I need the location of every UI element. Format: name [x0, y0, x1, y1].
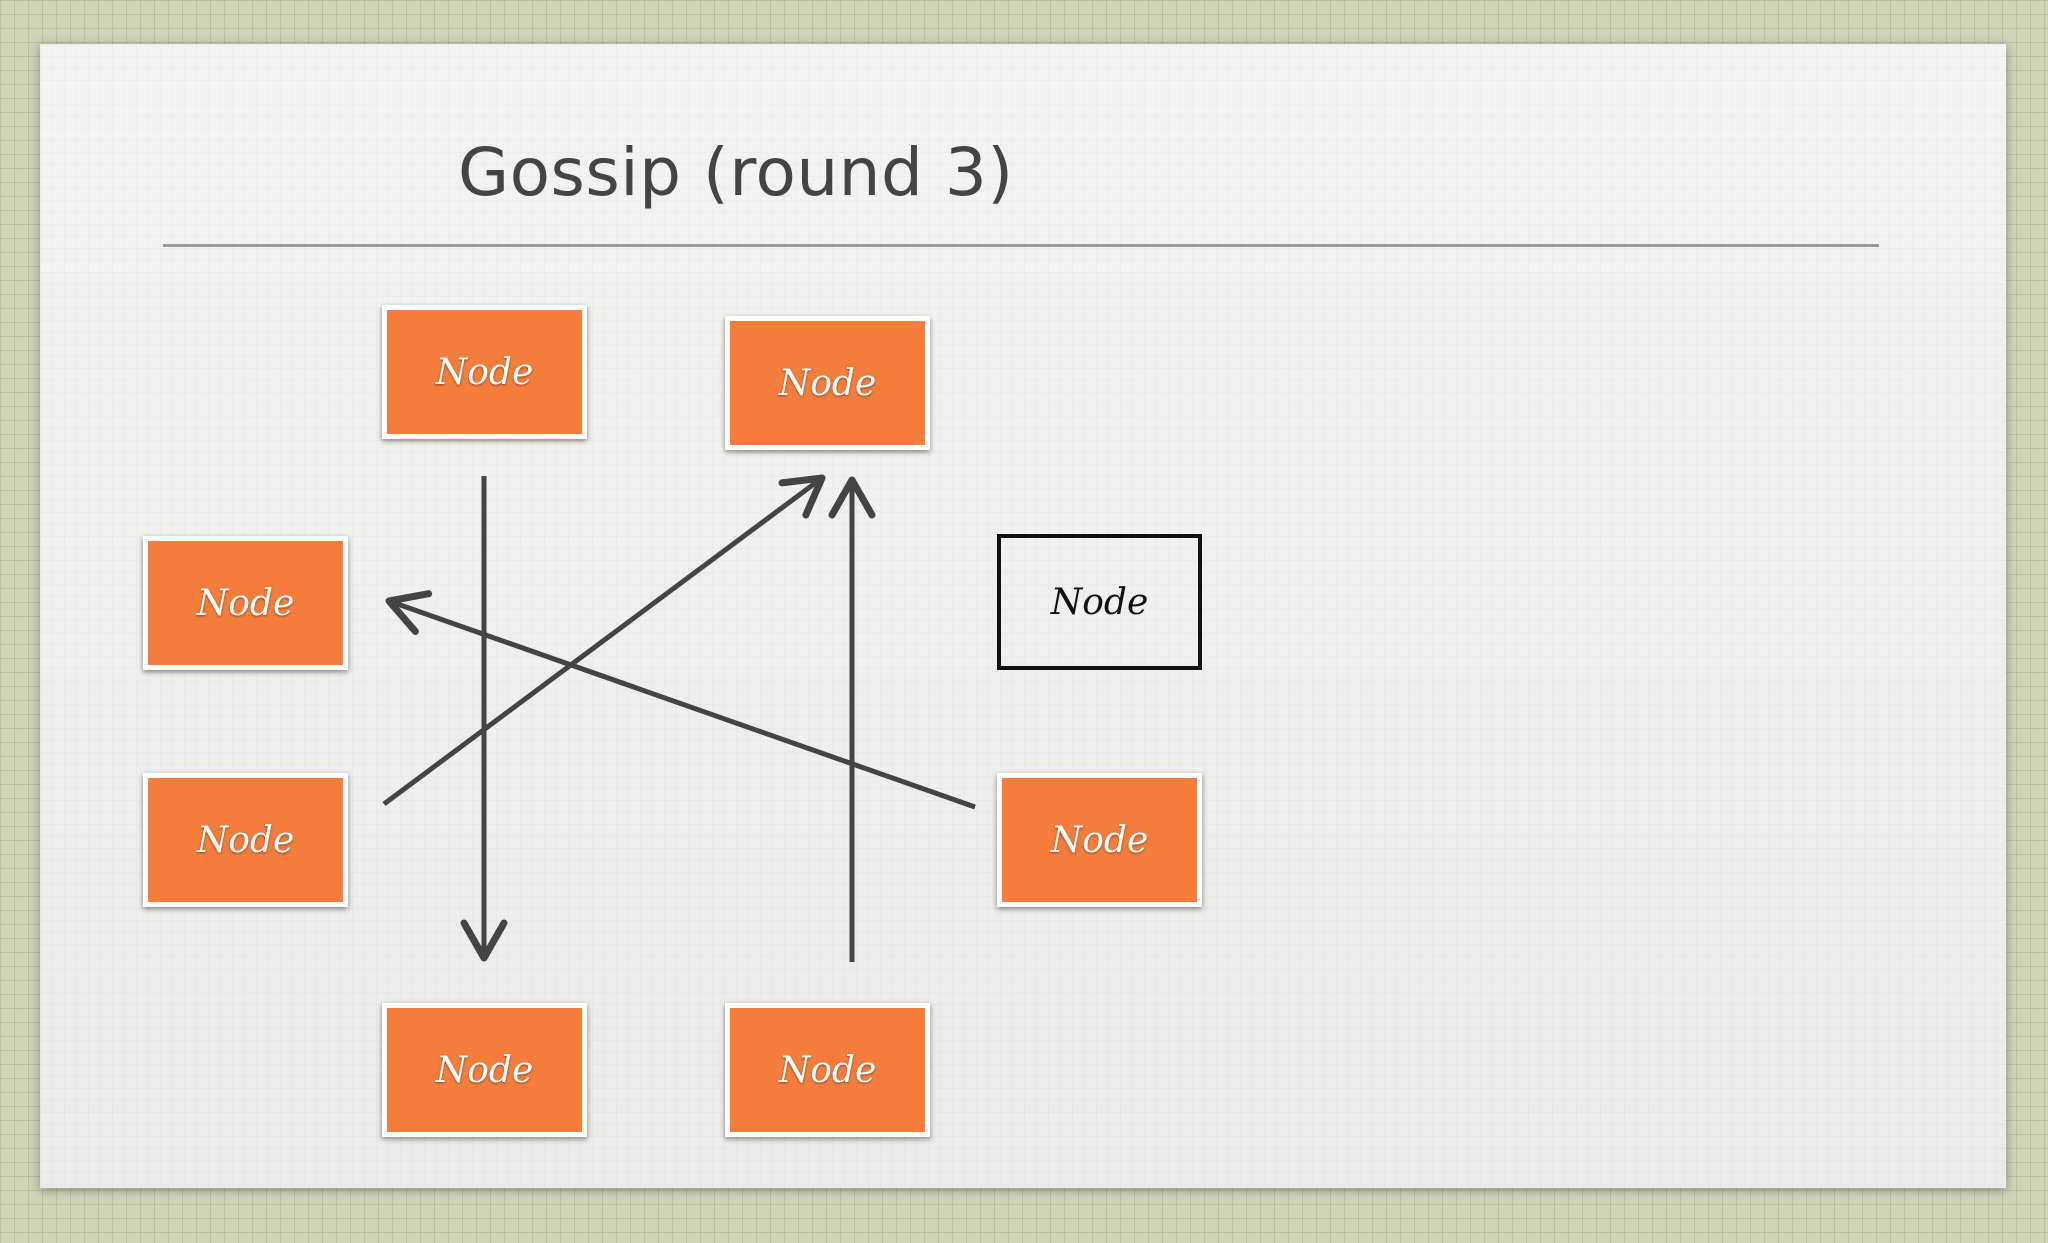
node-top-left: Node	[382, 305, 587, 439]
node-label: Node	[435, 351, 534, 393]
node-label: Node	[435, 1049, 534, 1091]
slide: Gossip (round 3) Node Node Node Node Nod…	[40, 44, 2006, 1188]
node-label: Node	[1050, 581, 1149, 623]
node-label: Node	[778, 362, 877, 404]
node-lower-right: Node	[997, 773, 1202, 907]
gossip-diagram	[382, 474, 976, 962]
node-label: Node	[196, 582, 295, 624]
slide-title: Gossip (round 3)	[458, 134, 1014, 211]
node-mid-left: Node	[143, 536, 348, 670]
node-lower-left: Node	[143, 773, 348, 907]
node-bottom-left: Node	[382, 1003, 587, 1137]
node-label: Node	[196, 819, 295, 861]
arrow-lower-left-to-top-right	[382, 474, 826, 807]
node-bottom-right: Node	[725, 1003, 930, 1137]
node-mid-right: Node	[997, 534, 1202, 670]
node-label: Node	[1050, 819, 1149, 861]
node-top-right: Node	[725, 316, 930, 450]
title-divider	[163, 244, 1879, 247]
arrow-lower-right-to-mid-left	[385, 590, 976, 810]
node-label: Node	[778, 1049, 877, 1091]
